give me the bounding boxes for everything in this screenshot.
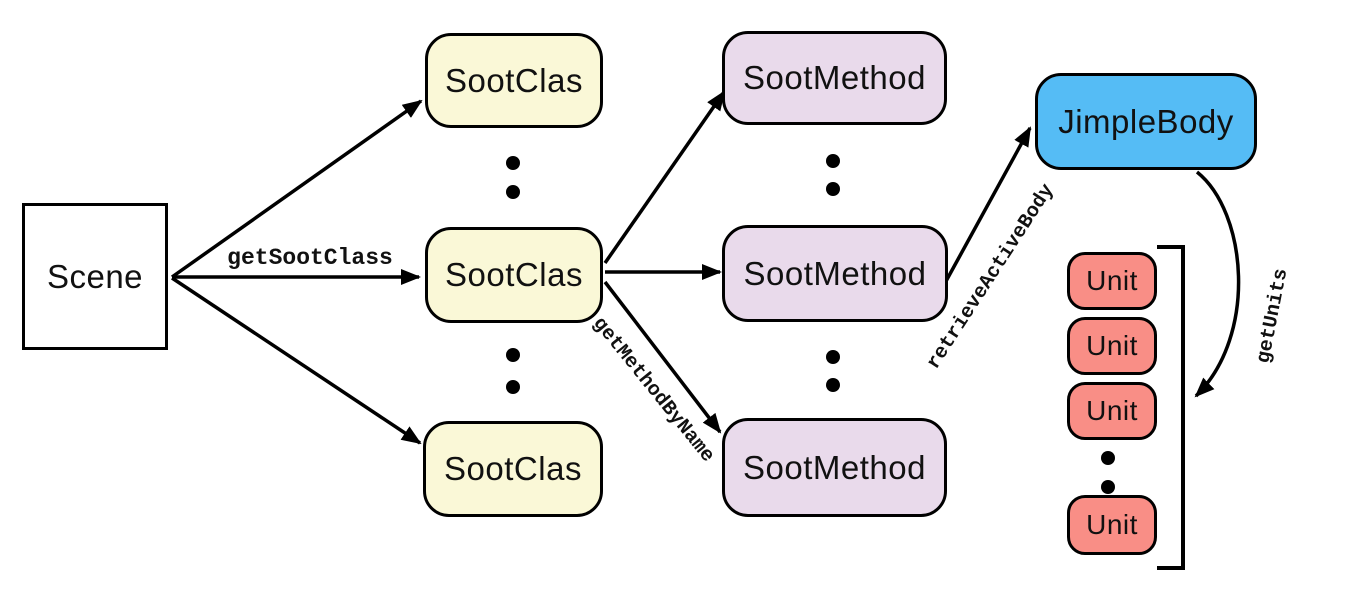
ellipsis-dot (506, 380, 520, 394)
ellipsis-dot (506, 156, 520, 170)
edge-sootmethod-to-jimplebody (943, 126, 1032, 284)
edge-jimplebody-to-units (1194, 170, 1241, 398)
ellipsis-dot (826, 378, 840, 392)
sootclas-node-mid: SootClas (425, 227, 603, 323)
ellipsis-dot (826, 154, 840, 168)
sootmethod-node-mid: SootMethod (722, 225, 948, 322)
edge-scene-to-sootclas-top (170, 99, 423, 279)
ellipsis-dot (506, 185, 520, 199)
sootmethod-node-bottom: SootMethod (722, 418, 947, 517)
unit-node-2: Unit (1067, 317, 1157, 375)
ellipsis-dot (506, 348, 520, 362)
sootclas-node-bottom: SootClas (423, 421, 603, 517)
edge-sootclas-to-sootmethod-bottom (603, 280, 722, 434)
sootclas-node-top: SootClas (425, 33, 603, 128)
unit-node-4: Unit (1067, 495, 1157, 555)
ellipsis-dot (826, 182, 840, 196)
edge-sootclas-to-sootmethod-top (603, 90, 726, 264)
jimplebody-node: JimpleBody (1035, 73, 1257, 170)
ellipsis-dot (826, 350, 840, 364)
unit-node-1: Unit (1067, 252, 1157, 310)
scene-node: Scene (22, 203, 168, 350)
ellipsis-dot (1101, 480, 1115, 494)
unit-node-3: Unit (1067, 382, 1157, 440)
ellipsis-dot (1101, 451, 1115, 465)
sootmethod-node-top: SootMethod (722, 31, 947, 125)
edge-label-getsootclass: getSootClass (227, 245, 393, 271)
edge-scene-to-sootclas-bottom (171, 276, 422, 445)
units-bracket (1157, 245, 1185, 570)
